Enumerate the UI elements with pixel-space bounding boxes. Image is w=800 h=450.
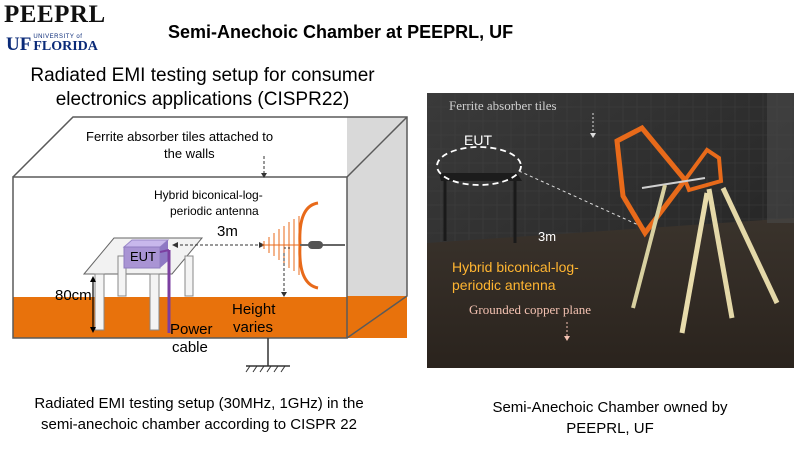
photo-eut-label: EUT bbox=[464, 132, 492, 148]
height-label-line1: Height bbox=[232, 301, 276, 318]
front-face bbox=[12, 176, 348, 339]
antenna-label-line2: periodic antenna bbox=[170, 204, 259, 218]
left-subtitle-line1: Radiated EMI testing setup for consumer bbox=[30, 65, 375, 86]
power-label-line2: cable bbox=[172, 339, 208, 356]
chamber-diagram: EUT 80cm 3m Ferrite absorber tiles attac… bbox=[12, 116, 408, 373]
eut-box bbox=[123, 246, 161, 269]
distance-label: 3m bbox=[217, 223, 238, 240]
photo-antenna bbox=[614, 124, 780, 334]
power-label-line1: Power bbox=[170, 321, 213, 338]
uf-florida: FLORIDA bbox=[33, 39, 98, 54]
eut-ellipse bbox=[436, 146, 522, 186]
ferrite-label-line2: the walls bbox=[164, 146, 215, 161]
uf-university-of: UNIVERSITY of bbox=[33, 34, 83, 40]
right-caption: Semi-Anechoic Chamber owned by PEEPRL, U… bbox=[440, 397, 780, 439]
photo-antenna-label-line2: periodic antenna bbox=[452, 277, 556, 293]
right-caption-line2: PEEPRL, UF bbox=[566, 420, 654, 437]
table-leg bbox=[94, 273, 105, 331]
left-subtitle-line2: electronics applications (CISPR22) bbox=[55, 89, 350, 110]
left-subtitle: Radiated EMI testing setup for consumer … bbox=[10, 64, 395, 112]
height-label-line2: varies bbox=[233, 319, 273, 336]
uf-letters: UF bbox=[6, 34, 32, 55]
antenna-icon bbox=[262, 216, 300, 275]
table-height-label: 80cm bbox=[55, 287, 92, 304]
left-caption: Radiated EMI testing setup (30MHz, 1GHz)… bbox=[4, 393, 394, 435]
photo-ground-label: Grounded copper plane bbox=[469, 302, 591, 317]
chamber-photo: EUT 3m Ferrite absorber tiles Hybrid bic… bbox=[427, 93, 794, 368]
uf-logo: UF UNIVERSITY of FLORIDA bbox=[6, 34, 98, 54]
antenna-label-line1: Hybrid biconical-log- bbox=[154, 188, 263, 202]
ferrite-label-line1: Ferrite absorber tiles attached to bbox=[86, 129, 273, 144]
eut-label: EUT bbox=[130, 249, 156, 264]
left-caption-line1: Radiated EMI testing setup (30MHz, 1GHz)… bbox=[34, 395, 364, 412]
copper-floor bbox=[427, 218, 794, 368]
page-title: Semi-Anechoic Chamber at PEEPRL, UF bbox=[168, 22, 514, 42]
photo-ferrite-label: Ferrite absorber tiles bbox=[449, 98, 557, 113]
right-wall bbox=[347, 117, 407, 296]
left-caption-line2: semi-anechoic chamber according to CISPR… bbox=[41, 416, 357, 433]
peeprl-logo: PEEPRL bbox=[4, 1, 106, 28]
photo-distance-label: 3m bbox=[538, 229, 556, 244]
photo-antenna-label-line1: Hybrid biconical-log- bbox=[452, 259, 579, 275]
right-caption-line1: Semi-Anechoic Chamber owned by bbox=[492, 399, 728, 416]
